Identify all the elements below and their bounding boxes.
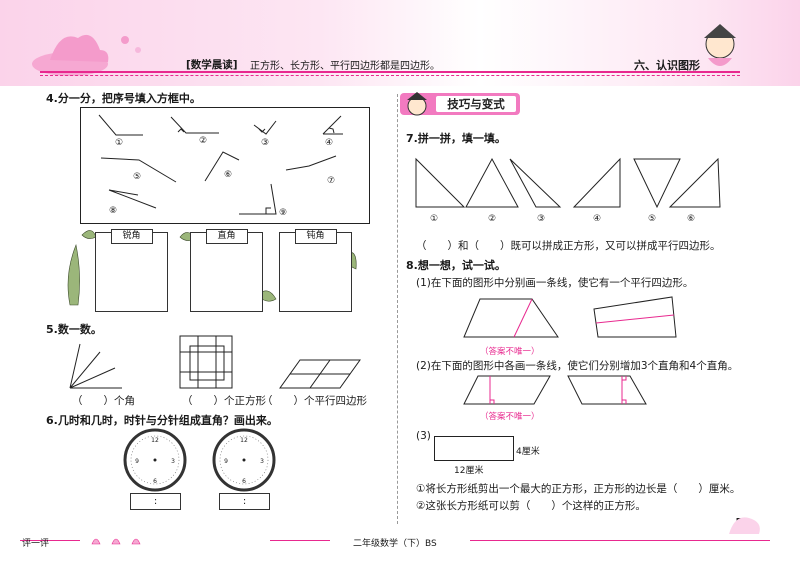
obtuse-angle-box[interactable]: 钝角 (279, 229, 352, 312)
triangle-label-1: ① (430, 214, 439, 224)
triangle-5 (633, 158, 681, 209)
trapezoid (463, 298, 559, 338)
header-dash (40, 75, 740, 76)
angle-label-2: ② (199, 136, 208, 146)
reading-text: 正方形、长方形、平行四边形都是四边形。 (250, 61, 440, 72)
svg-text:6: 6 (153, 478, 157, 485)
acute-angle-tag: 锐角 (110, 229, 153, 244)
fan-angles (69, 343, 122, 389)
q8-part1: (1)在下面的图形中分别画一条线，使它有一个平行四边形。 (416, 277, 694, 289)
angle-label-8: ⑧ (109, 206, 118, 216)
q7-sentence[interactable]: （ ）和（ ）既可以拼成正方形，又可以拼成平行四边形。 (416, 240, 721, 252)
q8-title: 8.想一想，试一试。 (406, 259, 506, 272)
q5-answer-angles[interactable]: （ ）个角 (72, 395, 135, 407)
angle-9 (239, 183, 277, 215)
q5-title: 5.数一数。 (46, 323, 102, 336)
triangle-3 (509, 158, 562, 208)
svg-text:12: 12 (240, 437, 248, 444)
svg-text:3: 3 (260, 458, 264, 465)
angle-1 (98, 114, 143, 136)
square-grid (179, 335, 233, 389)
footer-line-right (470, 540, 770, 541)
triangle-label-2: ② (488, 214, 497, 224)
triangle-1 (415, 157, 466, 208)
q5-answer-squares[interactable]: （ ）个正方形 (182, 395, 266, 407)
page-number-decoration (729, 517, 760, 534)
quadrilateral (593, 296, 677, 338)
q8-part2-figures (463, 375, 647, 405)
angle-label-4: ④ (325, 138, 334, 148)
reading-tag: [数学晨读] (186, 59, 238, 71)
q8-question-a[interactable]: ①将长方形纸剪出一个最大的正方形，正方形的边长是（ ）厘米。 (416, 483, 741, 495)
svg-text:9: 9 (135, 458, 139, 465)
length-label: 12厘米 (454, 466, 484, 476)
parallelogram-a (463, 375, 551, 405)
evaluate-label: 评一评 (22, 539, 50, 549)
triangle-label-3: ③ (537, 214, 546, 224)
header-line (40, 71, 740, 73)
banner-title: 技巧与变式 (436, 96, 516, 112)
right-angle-tag: 直角 (205, 229, 248, 244)
svg-text:12: 12 (151, 437, 159, 444)
q7-triangles (415, 157, 721, 209)
section-title: 六、认识图形 (634, 59, 700, 72)
triangle-6 (668, 157, 721, 208)
acute-angle-box[interactable]: 锐角 (95, 229, 168, 312)
svg-text:6: 6 (242, 478, 246, 485)
parallelogram-b (567, 375, 647, 405)
clock-1-time-box[interactable]: : (130, 493, 181, 510)
q5-answer-parallelograms[interactable]: （ ）个平行四边形 (262, 395, 367, 407)
page-divider (397, 94, 398, 524)
svg-text:9: 9 (224, 458, 228, 465)
skills-banner: 技巧与变式 (400, 93, 520, 115)
q8-note2: （答案不唯一） (480, 412, 540, 422)
angle-label-3: ③ (261, 138, 270, 148)
angle-3 (253, 120, 277, 135)
triangle-2 (465, 157, 519, 208)
obtuse-angle-tag: 钝角 (294, 229, 337, 244)
q5-figures (69, 335, 361, 389)
angle-5 (100, 157, 177, 183)
triangle-label-5: ⑤ (648, 214, 657, 224)
clock-2-time-box[interactable]: : (219, 493, 270, 510)
q8-note1: （答案不唯一） (480, 347, 540, 357)
header-decoration-right (704, 24, 736, 66)
angle-label-5: ⑤ (133, 172, 142, 182)
header-decoration-left (32, 34, 141, 76)
svg-text:3: 3 (171, 458, 175, 465)
triangle-label-6: ⑥ (687, 214, 696, 224)
parallelogram-grid (279, 359, 361, 389)
rectangle-paper (434, 436, 514, 461)
q8-part2: (2)在下面的图形中各画一条线，使它们分别增加3个直角和4个直角。 (416, 360, 739, 372)
angle-7 (285, 155, 337, 171)
q7-title: 7.拼一拼，填一填。 (406, 132, 506, 145)
angle-label-1: ① (115, 138, 124, 148)
triangle-label-4: ④ (593, 214, 602, 224)
q8-question-b[interactable]: ②这张长方形纸可以剪（ ）个这样的正方形。 (416, 500, 646, 512)
angle-8 (108, 189, 157, 209)
banner-doctor-icon (407, 92, 427, 116)
width-label: 4厘米 (516, 447, 540, 457)
rating-flowers[interactable] (90, 532, 150, 546)
q6-title: 6.几时和几时，时针与分针组成直角？画出来。 (46, 414, 278, 427)
right-angle-box[interactable]: 直角 (190, 229, 263, 312)
angle-label-6: ⑥ (224, 170, 233, 180)
q8-part3: (3) (416, 430, 431, 442)
clock-face-2[interactable]: 12 3 6 9 (209, 428, 279, 492)
angle-label-9: ⑨ (279, 208, 288, 218)
angle-label-7: ⑦ (327, 176, 336, 186)
clock-face-1[interactable]: 12 3 6 9 (120, 428, 190, 492)
q4-title: 4.分一分，把序号填入方框中。 (46, 92, 201, 105)
angle-2 (170, 116, 219, 134)
book-title: 二年级数学（下）BS (353, 539, 437, 549)
angle-figure-box: ① ② ③ ④ ⑤ ⑥ ⑦ ⑧ ⑨ (80, 107, 370, 224)
footer-line-mid-left (270, 540, 330, 541)
q8-part1-figures (463, 296, 677, 338)
triangle-4 (572, 157, 621, 208)
angle-4 (322, 115, 343, 135)
footer-line-left (20, 540, 80, 541)
angle-6 (204, 151, 240, 182)
